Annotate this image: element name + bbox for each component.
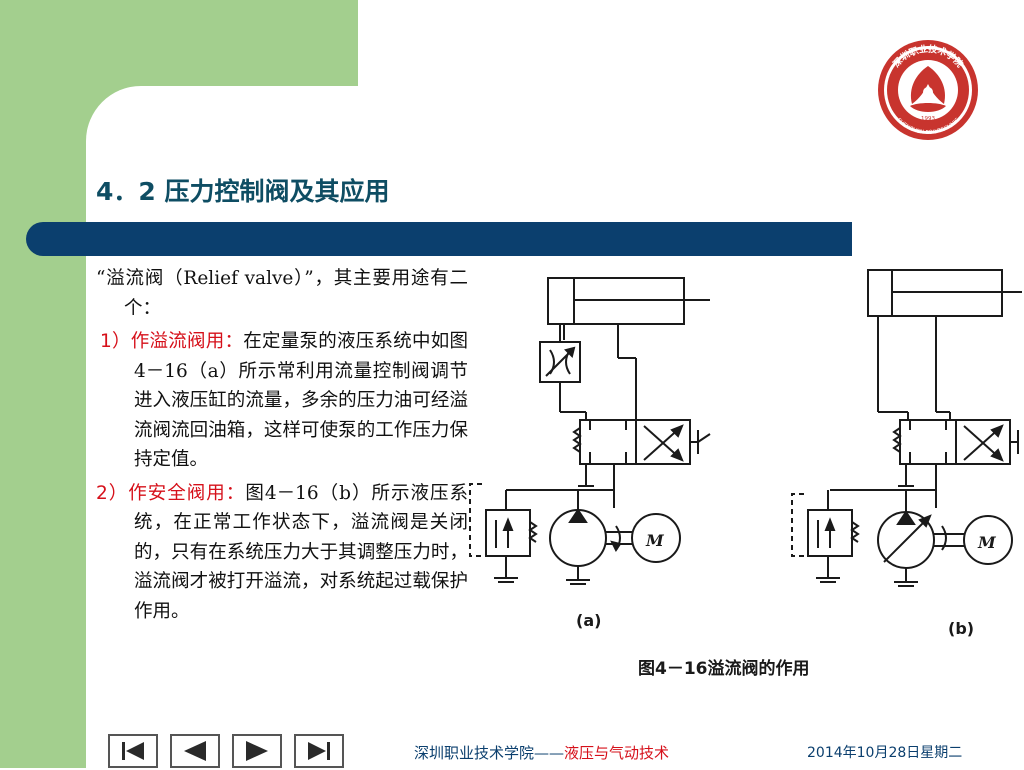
next-slide-button[interactable] <box>232 734 282 768</box>
footer-course-name: 液压与气动技术 <box>564 744 670 762</box>
item-1-paragraph: 1）作溢流阀用：在定量泵的液压系统中如图4－16（a）所示常利用流量控制阀调节进… <box>96 327 468 475</box>
relief-valve-diagram: M <box>469 269 1022 679</box>
skip-last-icon <box>308 742 330 760</box>
figure-label-a: (a) <box>576 611 601 630</box>
skip-first-icon <box>122 742 144 760</box>
previous-slide-button[interactable] <box>170 734 220 768</box>
triangle-right-icon <box>246 741 268 761</box>
school-seal-logo: 深圳职业技术学院 SHENZHEN POLYTECHNIC 1993 <box>878 40 978 140</box>
item-2-paragraph: 2）作安全阀用：图4－16（b）所示液压系统，在正常工作状态下，溢流阀是关闭的，… <box>96 479 468 627</box>
item-2-text: 图4－16（b）所示液压系统，在正常工作状态下，溢流阀是关闭的，只有在系统压力大… <box>134 482 468 622</box>
motor-label-b: M <box>977 533 997 552</box>
title-underline-bar <box>26 222 852 256</box>
item-1-label: 1）作溢流阀用： <box>100 331 244 352</box>
first-slide-button[interactable] <box>108 734 158 768</box>
figure-caption: 图4－16溢流阀的作用 <box>638 658 810 679</box>
circuit-a: M <box>469 277 711 585</box>
last-slide-button[interactable] <box>294 734 344 768</box>
item-1-text: 在定量泵的液压系统中如图4－16（a）所示常利用流量控制阀调节进入液压缸的流量，… <box>134 331 468 470</box>
footer-school: 深圳职业技术学院—— <box>414 744 565 762</box>
item-2-label: 2）作安全阀用： <box>96 482 246 504</box>
figure-label-b: (b) <box>948 619 974 638</box>
footer-course: 深圳职业技术学院——液压与气动技术 <box>414 742 669 763</box>
footer-date: 2014年10月28日星期二 <box>807 745 963 761</box>
intro-paragraph: “溢流阀（Relief valve）”，其主要用途有二个： <box>96 268 468 319</box>
slide-body-text: “溢流阀（Relief valve）”，其主要用途有二个： 1）作溢流阀用：在定… <box>96 264 468 626</box>
triangle-left-icon <box>184 741 206 761</box>
motor-label-a: M <box>645 531 665 550</box>
seal-year: 1993 <box>921 116 935 122</box>
circuit-b: M <box>791 269 1022 587</box>
content-panel <box>86 86 1024 768</box>
slide-title: 4．2 压力控制阀及其应用 <box>96 177 390 206</box>
